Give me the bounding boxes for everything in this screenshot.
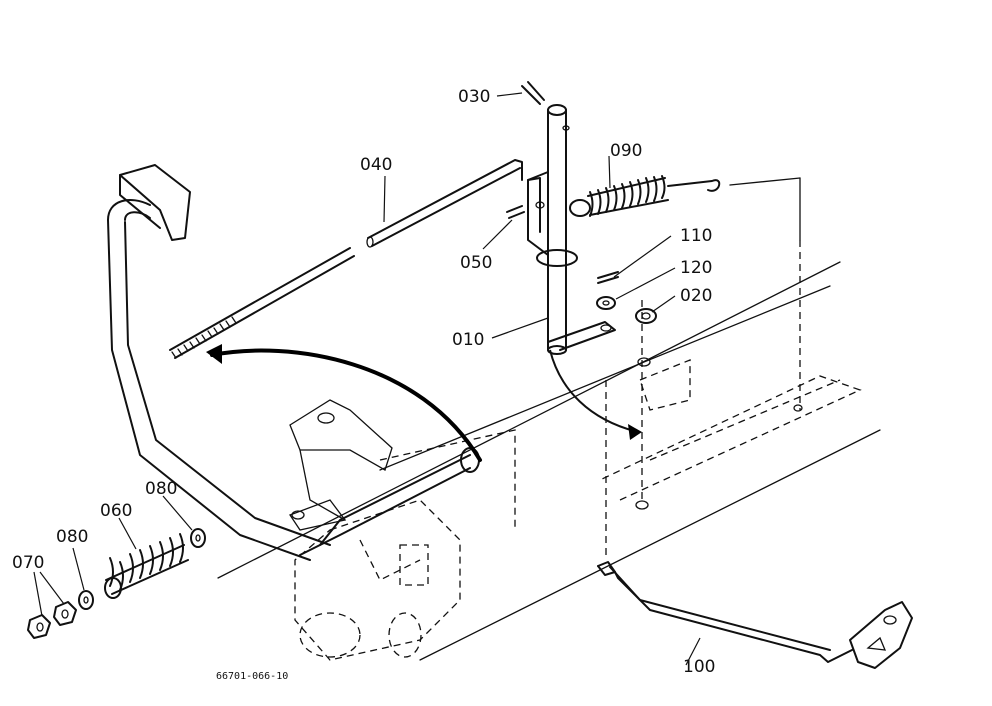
label-030: 030 — [458, 87, 490, 107]
chassis-frame — [217, 177, 881, 661]
spring-090[interactable] — [569, 175, 721, 217]
label-040: 040 — [360, 155, 392, 175]
transmission-housing — [289, 399, 461, 661]
leader-lines — [33, 92, 701, 666]
nuts-070[interactable] — [27, 601, 77, 639]
label-090: 090 — [610, 141, 642, 161]
label-110: 110 — [680, 226, 712, 246]
label-080-lower: 080 — [56, 527, 88, 547]
part-labels: 030 040 050 090 110 120 020 010 080 060 … — [12, 87, 715, 682]
label-120: 120 — [680, 258, 712, 278]
label-020: 020 — [680, 286, 712, 306]
clip-050[interactable] — [506, 205, 525, 219]
cotter-pin-030[interactable] — [521, 81, 545, 105]
washer-020[interactable] — [635, 308, 803, 510]
label-010: 010 — [452, 330, 484, 350]
label-100: 100 — [683, 657, 715, 677]
label-050: 050 — [460, 253, 492, 273]
threaded-rod[interactable] — [169, 247, 355, 359]
rod-040[interactable] — [366, 159, 523, 248]
washer-080-lower[interactable] — [78, 590, 94, 610]
washer-120[interactable] — [596, 296, 616, 310]
brake-pedal[interactable] — [107, 164, 480, 561]
assembly-arrows — [206, 344, 642, 462]
drawing-code: 66701-066-10 — [216, 671, 288, 682]
pin-110[interactable] — [597, 271, 619, 284]
shaft-010[interactable] — [527, 104, 616, 355]
label-080-upper: 080 — [145, 479, 177, 499]
rod-100[interactable] — [597, 561, 913, 669]
spring-060[interactable] — [104, 533, 189, 599]
washer-080-upper[interactable] — [190, 528, 206, 548]
label-060: 060 — [100, 501, 132, 521]
label-070: 070 — [12, 553, 44, 573]
